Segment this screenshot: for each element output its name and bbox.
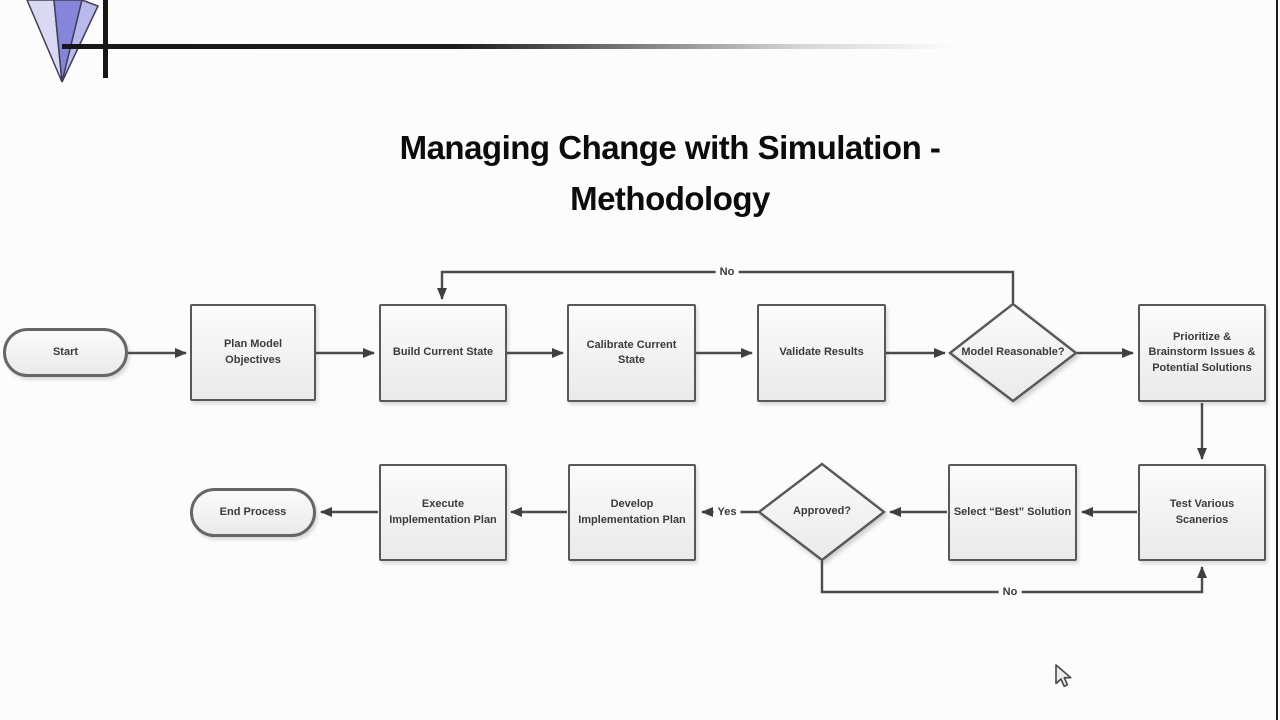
page-title-line1: Managing Change with Simulation - [399, 129, 941, 166]
vertical-rule [103, 0, 108, 78]
edge-label-no-top: No [715, 266, 739, 278]
node-end-process: End Process [190, 488, 316, 537]
page-title: Managing Change with Simulation - Method… [60, 122, 1280, 224]
mouse-cursor-icon [1055, 664, 1072, 688]
edge-label-yes: Yes [713, 506, 741, 518]
edge-label-no-bottom: No [998, 586, 1022, 598]
node-validate-results: Validate Results [757, 304, 886, 402]
decision-approved-shape [757, 462, 886, 562]
logo-triangle-icon [26, 0, 100, 83]
node-develop-implementation-plan: Develop Implementation Plan [568, 464, 696, 561]
node-build-current-state: Build Current State [379, 304, 507, 402]
decision-model-reasonable-shape [948, 302, 1078, 403]
horizontal-fading-rule [62, 44, 1002, 49]
node-model-reasonable: Model Reasonable? [961, 346, 1065, 359]
node-execute-implementation-plan: Execute Implementation Plan [379, 464, 507, 561]
node-start: Start [3, 328, 128, 377]
node-test-various-scenarios: Test Various Scanerios [1138, 464, 1266, 561]
page-title-line2: Methodology [570, 180, 770, 217]
node-calibrate-current-state: Calibrate Current State [567, 304, 696, 402]
node-select-best-solution: Select “Best” Solution [948, 464, 1077, 561]
node-plan-model-objectives: Plan Model Objectives [190, 304, 316, 401]
node-approved: Approved? [792, 505, 852, 518]
node-prioritize-brainstorm: Prioritize & Brainstorm Issues & Potenti… [1138, 304, 1266, 402]
right-edge-rule [1276, 0, 1278, 720]
